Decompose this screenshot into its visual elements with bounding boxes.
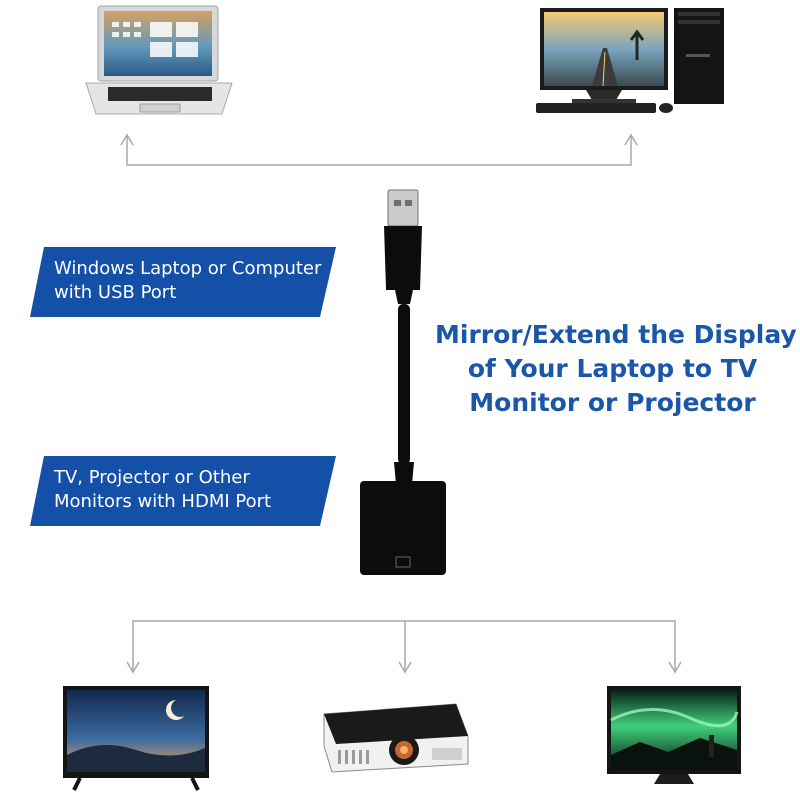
hdmi-target-label-line1: TV, Projector or Other: [54, 467, 250, 488]
headline-line1: Mirror/Extend the Display: [435, 320, 797, 349]
headline-line2: of Your Laptop to TV: [467, 354, 758, 383]
badge-shape: [30, 247, 336, 317]
desktop-computer-icon: [536, 8, 724, 113]
projector-icon: [323, 703, 469, 773]
bottom-bracket-arrows: [126, 620, 682, 674]
tv-icon: [63, 686, 209, 791]
laptop-icon: [85, 5, 233, 115]
headline: Mirror/Extend the Display of Your Laptop…: [435, 318, 797, 420]
usb-to-hdmi-adapter-icon: [360, 189, 446, 575]
usb-source-label: Windows Laptop or Computer with USB Port: [30, 247, 336, 317]
hdmi-target-label: TV, Projector or Other Monitors with HDM…: [30, 456, 336, 526]
usb-source-label-line2: with USB Port: [54, 282, 177, 303]
badge-shape: [30, 456, 336, 526]
top-bracket-arrows: [120, 133, 638, 166]
monitor-icon: [607, 686, 741, 784]
headline-line3: Monitor or Projector: [469, 388, 756, 417]
usb-source-label-line1: Windows Laptop or Computer: [54, 258, 322, 279]
hdmi-target-label-line2: Monitors with HDMI Port: [54, 491, 272, 512]
